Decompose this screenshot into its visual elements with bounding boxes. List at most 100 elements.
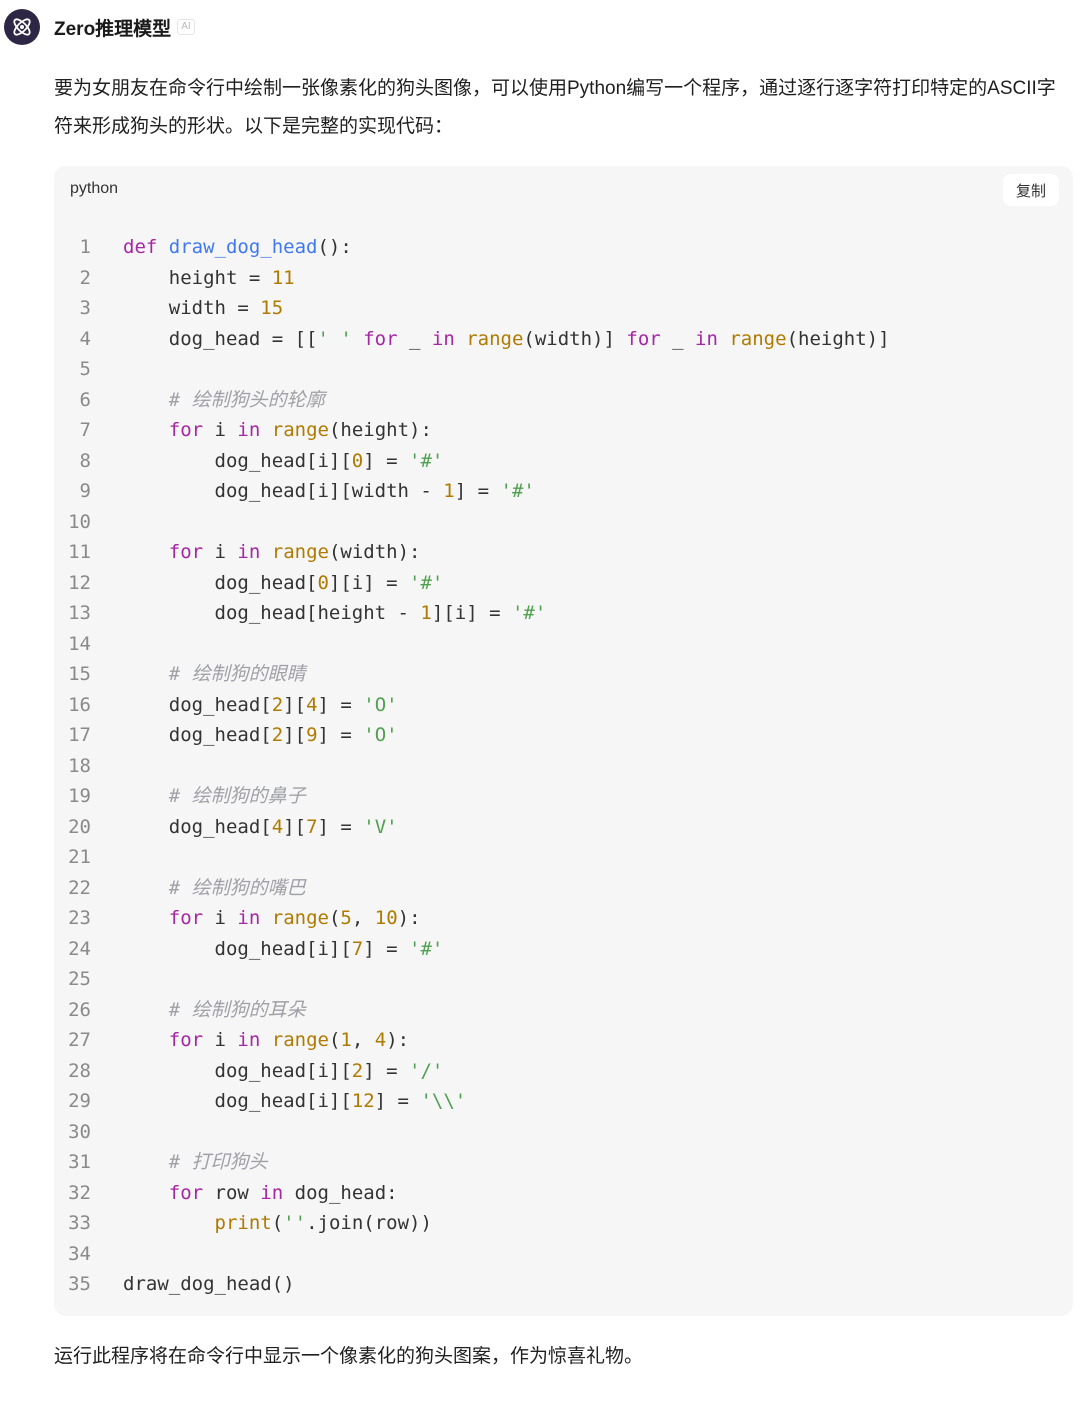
- line-content: dog_head[2][9] = 'O': [123, 720, 398, 751]
- line-content: dog_head[i][2] = '/': [123, 1056, 444, 1087]
- line-number: 29: [68, 1090, 91, 1112]
- model-name: Zero推理模型: [54, 18, 172, 40]
- code-token: '/': [409, 1059, 444, 1082]
- code-line: 8 dog_head[i][0] = '#': [54, 446, 1073, 477]
- line-content: # 绘制狗头的轮廓: [123, 385, 325, 416]
- code-token: 1: [443, 480, 455, 502]
- code-token: in: [260, 1181, 284, 1204]
- line-number: 33: [68, 1212, 91, 1234]
- code-token: dog_head[: [123, 693, 272, 716]
- code-token: ] =: [454, 480, 501, 502]
- outro-text: 运行此程序将在命令行中显示一个像素化的狗头图案，作为惊喜礼物。: [54, 1346, 644, 1367]
- line-number: 8: [79, 449, 91, 472]
- code-token: 11: [271, 266, 295, 289]
- line-content: dog_head[i][width - 1] = '#': [123, 476, 535, 507]
- code-token: in: [683, 327, 730, 350]
- code-token: '#': [409, 937, 444, 960]
- line-number: 31: [68, 1151, 91, 1173]
- code-line: 22 # 绘制狗的嘴巴: [54, 873, 1073, 904]
- line-number: 17: [68, 724, 91, 746]
- line-number: 7: [79, 419, 91, 441]
- code-token: # 绘制狗的耳朵: [168, 998, 306, 1021]
- code-line: 13 dog_head[height - 1][i] = '#': [54, 598, 1073, 629]
- line-number: 34: [68, 1242, 91, 1265]
- line-number: 3: [79, 297, 91, 319]
- code-token: for: [168, 907, 204, 929]
- code-line: 25: [54, 964, 1073, 995]
- code-token: '#': [500, 480, 535, 502]
- code-token: ,: [351, 1029, 375, 1051]
- line-content: # 打印狗头: [123, 1147, 268, 1178]
- line-content: for row in dog_head:: [123, 1178, 398, 1209]
- line-number: 5: [79, 358, 91, 380]
- line-number: 9: [79, 480, 91, 502]
- code-token: dog_head[: [123, 571, 318, 594]
- code-token: '#': [511, 602, 547, 624]
- code-token: range: [271, 541, 329, 563]
- code-token: in: [237, 541, 261, 563]
- code-token: # 打印狗头: [168, 1151, 268, 1173]
- code-token: (height)]: [786, 327, 890, 350]
- code-token: (: [328, 907, 341, 929]
- code-token: [123, 877, 169, 899]
- code-line: 24 dog_head[i][7] = '#': [54, 934, 1073, 965]
- code-token: range: [271, 907, 329, 929]
- line-number: 27: [68, 1029, 91, 1051]
- copy-button[interactable]: 复制: [1003, 174, 1059, 206]
- code-line: 9 dog_head[i][width - 1] = '#': [54, 476, 1073, 507]
- intro-text: 要为女朋友在命令行中绘制一张像素化的狗头图像，可以使用Python编写一个程序，…: [54, 78, 1056, 137]
- line-number: 4: [79, 327, 91, 350]
- code-token: ,: [351, 907, 375, 929]
- code-line: 17 dog_head[2][9] = 'O': [54, 720, 1073, 751]
- code-token: draw_dog_head(): [123, 1273, 295, 1295]
- code-token: ] =: [363, 937, 409, 960]
- code-token: dog_head = [[: [123, 327, 318, 350]
- line-content: # 绘制狗的眼睛: [123, 659, 306, 690]
- code-token: [123, 389, 169, 411]
- code-token: 'O': [363, 724, 398, 746]
- atom-icon: [13, 18, 31, 36]
- code-token: (height):: [328, 419, 432, 441]
- code-token: for: [168, 1029, 204, 1051]
- code-token: ):: [397, 907, 421, 929]
- code-line: 5: [54, 354, 1073, 385]
- code-token: ):: [386, 1029, 410, 1051]
- code-token: ] =: [317, 815, 364, 838]
- code-line: 12 dog_head[0][i] = '#': [54, 568, 1073, 599]
- code-token: dog_head[i][: [123, 1090, 352, 1112]
- code-token: in: [237, 907, 261, 929]
- code-token: ] =: [363, 449, 409, 472]
- code-token: # 绘制狗的眼睛: [168, 663, 306, 685]
- code-token: dog_head[: [123, 815, 272, 838]
- code-line: 16 dog_head[2][4] = 'O': [54, 690, 1073, 721]
- code-token: i: [203, 907, 238, 929]
- code-line: 18: [54, 751, 1073, 782]
- code-token: ][i] =: [431, 602, 512, 624]
- line-content: # 绘制狗的嘴巴: [123, 873, 306, 904]
- line-content: # 绘制狗的鼻子: [123, 781, 306, 812]
- code-token: 12: [351, 1090, 375, 1112]
- line-number: 1: [79, 236, 91, 258]
- code-line: 30: [54, 1117, 1073, 1148]
- code-token: 2: [271, 693, 284, 716]
- line-content: height = 11: [123, 263, 295, 294]
- line-content: print(''.join(row)): [123, 1208, 432, 1239]
- code-token: ] =: [317, 724, 364, 746]
- code-token: draw_dog_head: [168, 236, 318, 258]
- code-token: 7: [351, 937, 364, 960]
- code-token: # 绘制狗的嘴巴: [168, 876, 306, 899]
- code-token: range: [729, 327, 787, 350]
- code-token: for: [168, 1181, 204, 1204]
- code-token: [123, 419, 169, 441]
- code-token: range: [271, 419, 329, 441]
- line-content: for i in range(1, 4):: [123, 1025, 409, 1056]
- code-token: [123, 907, 169, 929]
- line-content: def draw_dog_head():: [123, 232, 352, 263]
- code-token: [123, 1212, 215, 1234]
- code-token: ' ': [317, 327, 352, 350]
- line-number: 11: [68, 541, 91, 563]
- line-number: 30: [68, 1120, 91, 1143]
- code-token: 10: [374, 907, 398, 929]
